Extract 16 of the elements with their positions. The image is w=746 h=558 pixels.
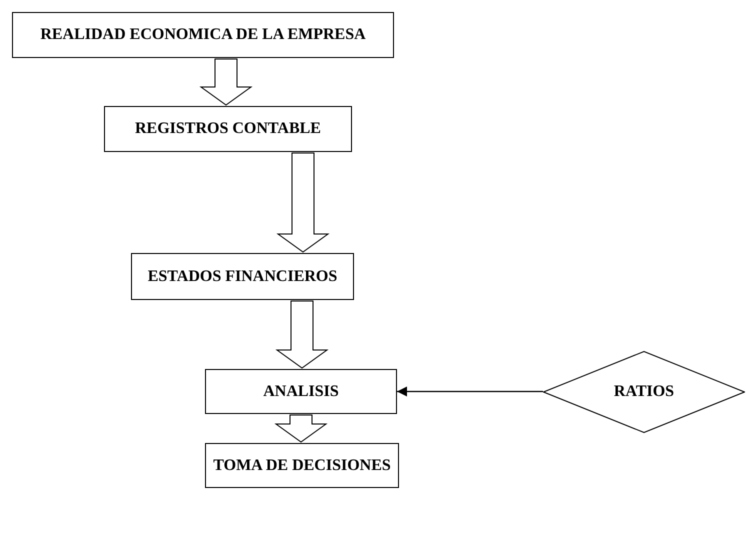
- block-arrow: [199, 58, 253, 106]
- block-arrow: [275, 300, 329, 369]
- node-label: TOMA DE DECISIONES: [213, 456, 391, 474]
- process-box: [12, 12, 394, 58]
- process-box: [104, 106, 352, 152]
- block-arrow: [274, 414, 328, 443]
- process-box: [205, 443, 399, 488]
- node-label: REALIDAD ECONOMICA DE LA EMPRESA: [40, 26, 366, 44]
- node-label: REGISTROS CONTABLE: [135, 120, 321, 138]
- node-label: ESTADOS FINANCIEROS: [148, 268, 338, 286]
- node-label: ANALISIS: [263, 382, 339, 400]
- process-box: [131, 253, 354, 300]
- process-box: [205, 369, 397, 414]
- block-arrow: [276, 152, 330, 253]
- node-label: RATIOS: [614, 383, 674, 401]
- arrow: [397, 386, 543, 396]
